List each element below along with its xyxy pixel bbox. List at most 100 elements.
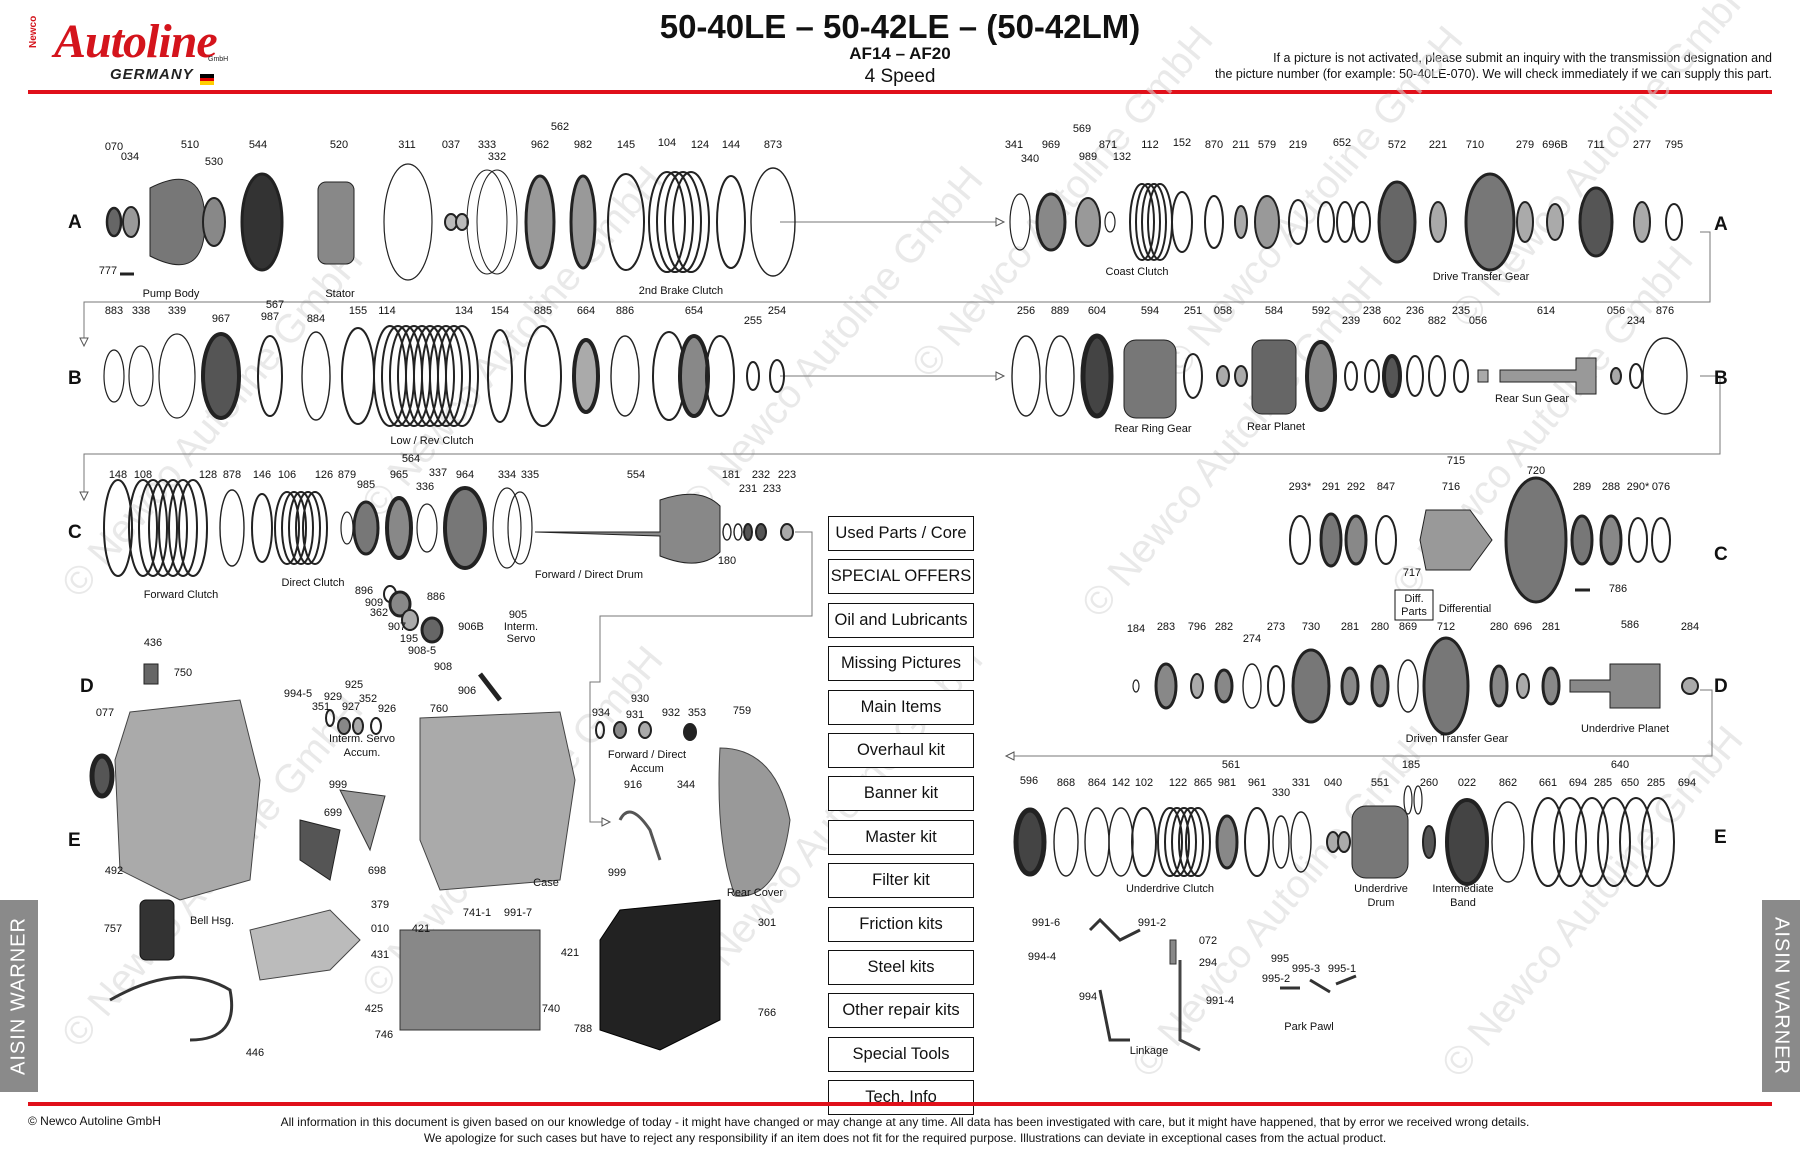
menu-button-special-tools[interactable]: Special Tools <box>828 1036 974 1072</box>
part-number-label[interactable]: 294 <box>1199 957 1217 969</box>
part-number-label[interactable]: 340 <box>1021 153 1039 165</box>
part-number-label[interactable]: 932 <box>662 707 680 719</box>
part-number-label[interactable]: 759 <box>733 705 751 717</box>
part-number-label[interactable]: 886 <box>616 305 634 317</box>
part-number-label[interactable]: 056 <box>1469 315 1487 327</box>
part-number-label[interactable]: 104 <box>658 137 676 149</box>
part-number-label[interactable]: 878 <box>223 469 241 481</box>
part-number-label[interactable]: 882 <box>1428 315 1446 327</box>
part-number-label[interactable]: 058 <box>1214 305 1232 317</box>
part-number-label[interactable]: 037 <box>442 139 460 151</box>
component-caption[interactable]: Pump Body <box>143 288 200 300</box>
part-number-label[interactable]: 716 <box>1442 481 1460 493</box>
part-number-label[interactable]: 715 <box>1447 455 1465 467</box>
part-number-label[interactable]: 694 <box>1569 777 1587 789</box>
part-number-label[interactable]: 604 <box>1088 305 1106 317</box>
part-number-label[interactable]: 868 <box>1057 777 1075 789</box>
part-number-label[interactable]: 886 <box>427 591 445 603</box>
part-number-label[interactable]: 710 <box>1466 139 1484 151</box>
component-caption[interactable]: Forward Clutch <box>144 589 219 601</box>
part-number-label[interactable]: 586 <box>1621 619 1639 631</box>
part-number-label[interactable]: 181 <box>722 469 740 481</box>
part-number-label[interactable]: 991-7 <box>504 907 532 919</box>
part-number-label[interactable]: 788 <box>574 1023 592 1035</box>
component-caption[interactable]: Driven Transfer Gear <box>1406 733 1509 745</box>
part-number-label[interactable]: 256 <box>1017 305 1035 317</box>
part-number-label[interactable]: 102 <box>1135 777 1153 789</box>
component-caption[interactable]: Linkage <box>1130 1045 1169 1057</box>
part-number-label[interactable]: 034 <box>121 151 139 163</box>
part-number-label[interactable]: 796 <box>1188 621 1206 633</box>
part-number-label[interactable]: 795 <box>1665 139 1683 151</box>
part-number-label[interactable]: 786 <box>1609 583 1627 595</box>
part-number-label[interactable]: 338 <box>132 305 150 317</box>
part-number-label[interactable]: 333 <box>478 139 496 151</box>
component-caption[interactable]: Accum. <box>344 747 381 759</box>
part-number-label[interactable]: 579 <box>1258 139 1276 151</box>
part-number-label[interactable]: 436 <box>144 637 162 649</box>
part-number-label[interactable]: 106 <box>278 469 296 481</box>
part-number-label[interactable]: 280 <box>1490 621 1508 633</box>
part-number-label[interactable]: 741-1 <box>463 907 491 919</box>
part-number-label[interactable]: 908-5 <box>408 645 436 657</box>
part-number-label[interactable]: 285 <box>1594 777 1612 789</box>
menu-button-overhaul-kit[interactable]: Overhaul kit <box>828 732 974 768</box>
part-number-label[interactable]: 134 <box>455 305 473 317</box>
part-number-label[interactable]: 492 <box>105 865 123 877</box>
part-number-label[interactable]: 544 <box>249 139 267 151</box>
part-number-label[interactable]: 330 <box>1272 787 1290 799</box>
part-number-label[interactable]: 906B <box>458 621 484 633</box>
part-number-label[interactable]: 352 <box>359 693 377 705</box>
part-number-label[interactable]: 870 <box>1205 139 1223 151</box>
part-number-label[interactable]: 664 <box>577 305 595 317</box>
part-number-label[interactable]: 336 <box>416 481 434 493</box>
part-number-label[interactable]: 572 <box>1388 139 1406 151</box>
part-number-label[interactable]: 520 <box>330 139 348 151</box>
part-number-label[interactable]: 180 <box>718 555 736 567</box>
part-number-label[interactable]: 251 <box>1184 305 1202 317</box>
part-number-label[interactable]: 114 <box>378 305 396 317</box>
part-number-label[interactable]: 930 <box>631 693 649 705</box>
component-caption[interactable]: Park Pawl <box>1284 1021 1334 1033</box>
part-number-label[interactable]: 112 <box>1141 139 1159 151</box>
part-number-label[interactable]: 446 <box>246 1047 264 1059</box>
component-caption[interactable]: Drum <box>1368 897 1395 909</box>
component-caption[interactable]: Low / Rev Clutch <box>390 435 473 447</box>
part-number-label[interactable]: 757 <box>104 923 122 935</box>
part-number-label[interactable]: 730 <box>1302 621 1320 633</box>
part-number-label[interactable]: 530 <box>205 156 223 168</box>
component-caption[interactable]: Servo <box>507 633 536 645</box>
part-number-label[interactable]: 876 <box>1656 305 1674 317</box>
component-caption[interactable]: Interm. Servo <box>329 733 395 745</box>
part-number-label[interactable]: 995-3 <box>1292 963 1320 975</box>
component-caption[interactable]: Bell Hsg. <box>190 915 234 927</box>
part-number-label[interactable]: 594 <box>1141 305 1159 317</box>
part-number-label[interactable]: 907 <box>388 621 406 633</box>
part-number-label[interactable]: 905 <box>509 609 527 621</box>
component-caption[interactable]: Rear Sun Gear <box>1495 393 1569 405</box>
part-number-label[interactable]: 995 <box>1271 953 1289 965</box>
part-number-label[interactable]: 288 <box>1602 481 1620 493</box>
part-number-label[interactable]: 290* <box>1627 481 1650 493</box>
part-number-label[interactable]: 740 <box>542 1003 560 1015</box>
part-number-label[interactable]: 871 <box>1099 139 1117 151</box>
menu-button-main-items[interactable]: Main Items <box>828 689 974 725</box>
part-number-label[interactable]: 223 <box>778 469 796 481</box>
part-number-label[interactable]: 339 <box>168 305 186 317</box>
menu-button-missing-pictures[interactable]: Missing Pictures <box>828 646 974 682</box>
menu-button-other-repair-kits[interactable]: Other repair kits <box>828 993 974 1029</box>
component-caption[interactable]: Rear Cover <box>727 887 784 899</box>
part-number-label[interactable]: 750 <box>174 667 192 679</box>
component-caption[interactable]: 2nd Brake Clutch <box>639 285 723 297</box>
part-number-label[interactable]: 185 <box>1402 759 1420 771</box>
part-number-label[interactable]: 145 <box>617 139 635 151</box>
part-number-label[interactable]: 995-2 <box>1262 973 1290 985</box>
part-number-label[interactable]: 144 <box>722 139 740 151</box>
part-number-label[interactable]: 279 <box>1516 139 1534 151</box>
part-number-label[interactable]: 126 <box>315 469 333 481</box>
part-number-label[interactable]: 906 <box>458 685 476 697</box>
part-number-label[interactable]: 925 <box>345 679 363 691</box>
component-caption[interactable]: Stator <box>325 288 355 300</box>
part-number-label[interactable]: 291 <box>1322 481 1340 493</box>
menu-button-oil-and-lubricants[interactable]: Oil and Lubricants <box>828 602 974 638</box>
